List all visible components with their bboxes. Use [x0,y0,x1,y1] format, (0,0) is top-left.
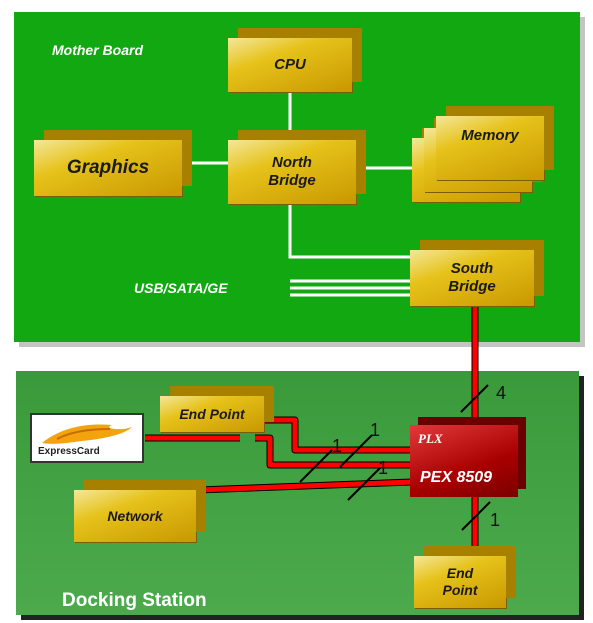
pex-switch-block: PLX PEX 8509 [410,425,518,497]
pcie-links [145,305,478,550]
end-point-1-block: End Point [160,396,264,432]
docking-station-label: Docking Station [62,590,207,611]
lane-count-network: 1 [378,458,389,478]
lane-count-south: 4 [496,383,507,403]
expresscard-logo: ExpressCard [30,413,144,463]
expresscard-rabbit-icon [42,424,132,444]
plx-logo: PLX [418,431,443,446]
lane-count-endpoint1b: 1 [370,420,381,440]
network-pex-link [197,479,413,493]
motherboard-links [183,92,412,297]
graphics-block: Graphics [34,140,182,196]
io-label: USB/SATA/GE [134,280,228,296]
cpu-block: CPU [228,38,352,92]
south-bridge-block: South Bridge [410,250,534,306]
endpoint1-pex-link [260,417,412,453]
lane-slashes [299,384,491,531]
pex-label: PEX 8509 [420,469,493,486]
lane-count-endpoint1a: 1 [332,436,343,456]
lane-count-endpoint2: 1 [490,510,501,530]
motherboard-label: Mother Board [52,42,143,58]
expresscard-text: ExpressCard [38,446,100,457]
end-point-2-block: End Point [414,556,506,608]
north-south-link [288,205,410,259]
north-bridge-block: North Bridge [228,140,356,204]
network-block: Network [74,490,196,542]
memory-block: Memory [436,116,544,180]
